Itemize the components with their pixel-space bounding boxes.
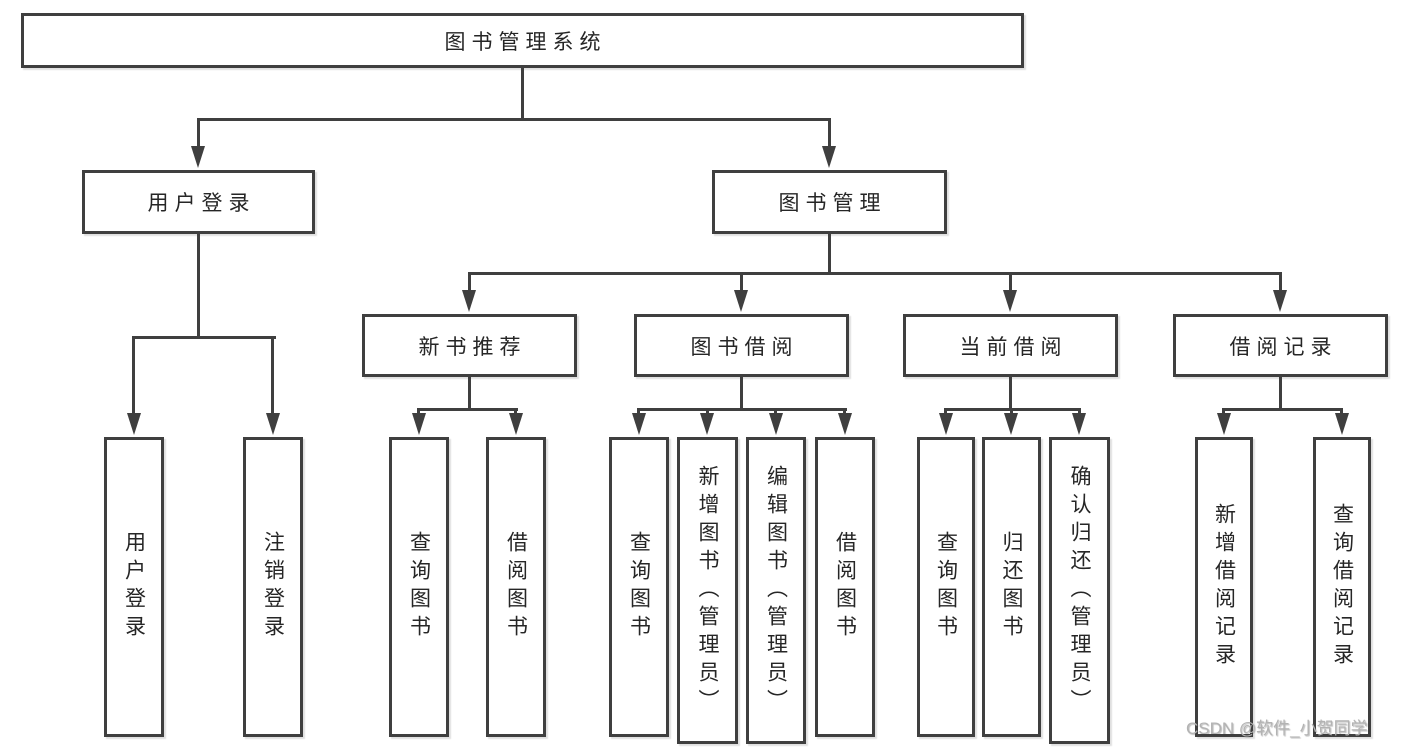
arrow-down-icon: [266, 413, 280, 435]
arrow-down-icon: [700, 413, 714, 435]
connector-line: [132, 336, 276, 339]
node-user-login: 用户登录: [82, 170, 315, 234]
connector-line: [828, 234, 831, 272]
connector-line: [828, 118, 831, 148]
connector-line: [1010, 408, 1013, 414]
connector-line: [197, 234, 200, 336]
node-book-manage-label: 图书管理: [778, 192, 887, 215]
node-user-login-label: 用户登录: [147, 192, 256, 215]
arrow-down-icon: [1003, 290, 1017, 312]
connector-line: [514, 408, 517, 414]
leaf-return-book-label: 归还图书: [1000, 531, 1023, 643]
leaf-confirm-return-label: 确认归还（管理员）: [1068, 464, 1091, 717]
connector-line: [1222, 408, 1225, 414]
leaf-query-book-borrow: 查询图书: [609, 437, 669, 737]
arrow-down-icon: [939, 413, 953, 435]
leaf-borrow-book-rec: 借阅图书: [486, 437, 546, 737]
leaf-add-record: 新增借阅记录: [1195, 437, 1253, 737]
connector-line: [132, 336, 135, 413]
leaf-edit-book-label: 编辑图书（管理员）: [764, 464, 788, 717]
leaf-add-book: 新增图书（管理员）: [677, 437, 738, 744]
node-borrow-record: 借阅记录: [1173, 314, 1388, 377]
connector-line: [271, 336, 274, 413]
connector-line: [197, 118, 200, 148]
arrow-down-icon: [822, 146, 836, 168]
leaf-query-book-rec: 查询图书: [389, 437, 449, 737]
arrow-down-icon: [1335, 413, 1349, 435]
connector-line: [197, 118, 831, 121]
leaf-borrow-book: 借阅图书: [815, 437, 875, 737]
leaf-confirm-return: 确认归还（管理员）: [1049, 437, 1110, 744]
leaf-logout-label: 注销登录: [261, 531, 285, 643]
connector-line: [637, 408, 640, 414]
node-root-label: 图书管理系统: [444, 30, 607, 54]
node-book-borrow: 图书借阅: [634, 314, 849, 377]
leaf-user-login-label: 用户登录: [122, 531, 146, 643]
connector-line: [1279, 377, 1282, 408]
connector-line: [417, 408, 420, 414]
leaf-borrow-book-label: 借阅图书: [833, 531, 857, 643]
connector-line: [944, 408, 947, 414]
arrow-down-icon: [509, 413, 523, 435]
leaf-query-record: 查询借阅记录: [1313, 437, 1371, 737]
connector-line: [706, 408, 709, 414]
connector-line: [417, 408, 518, 411]
connector-line: [1009, 272, 1012, 290]
leaf-return-book: 归还图书: [982, 437, 1041, 737]
connector-line: [521, 68, 524, 118]
node-current-borrow-label: 当前借阅: [959, 335, 1068, 359]
connector-line: [1222, 408, 1343, 411]
node-book-manage: 图书管理: [712, 170, 947, 234]
arrow-down-icon: [1072, 413, 1086, 435]
node-current-borrow: 当前借阅: [903, 314, 1118, 377]
arrow-down-icon: [462, 290, 476, 312]
leaf-query-book-current-label: 查询图书: [934, 531, 958, 643]
arrow-down-icon: [191, 146, 205, 168]
leaf-borrow-book-rec-label: 借阅图书: [504, 531, 528, 643]
arrow-down-icon: [1004, 413, 1018, 435]
leaf-query-book-rec-label: 查询图书: [407, 531, 431, 643]
arrow-down-icon: [127, 413, 141, 435]
leaf-user-login: 用户登录: [104, 437, 164, 737]
connector-line: [1009, 377, 1012, 408]
connector-line: [740, 272, 743, 290]
csdn-watermark: CSDN @软件_小贺同学: [1186, 719, 1368, 738]
arrow-down-icon: [734, 290, 748, 312]
node-book-borrow-label: 图书借阅: [690, 335, 799, 359]
arrow-down-icon: [412, 413, 426, 435]
node-borrow-record-label: 借阅记录: [1229, 335, 1338, 359]
connector-line: [740, 377, 743, 408]
leaf-add-book-label: 新增图书（管理员）: [696, 464, 719, 717]
arrow-down-icon: [632, 413, 646, 435]
leaf-add-record-label: 新增借阅记录: [1212, 503, 1236, 671]
node-root: 图书管理系统: [21, 13, 1024, 68]
connector-line: [468, 272, 471, 290]
leaf-edit-book: 编辑图书（管理员）: [746, 437, 806, 744]
arrow-down-icon: [838, 413, 852, 435]
leaf-query-book-borrow-label: 查询图书: [627, 531, 651, 643]
connector-line: [774, 408, 777, 414]
leaf-query-record-label: 查询借阅记录: [1330, 503, 1354, 671]
arrow-down-icon: [1273, 290, 1287, 312]
node-new-book-rec-label: 新书推荐: [418, 335, 527, 359]
connector-line: [468, 377, 471, 408]
connector-line: [1078, 408, 1081, 414]
arrow-down-icon: [769, 413, 783, 435]
connector-line: [1279, 272, 1282, 290]
leaf-query-book-current: 查询图书: [917, 437, 975, 737]
arrow-down-icon: [1217, 413, 1231, 435]
leaf-logout: 注销登录: [243, 437, 303, 737]
connector-line: [637, 408, 847, 411]
connector-line: [843, 408, 846, 414]
node-new-book-rec: 新书推荐: [362, 314, 577, 377]
connector-line: [468, 272, 1282, 275]
connector-line: [1340, 408, 1343, 414]
